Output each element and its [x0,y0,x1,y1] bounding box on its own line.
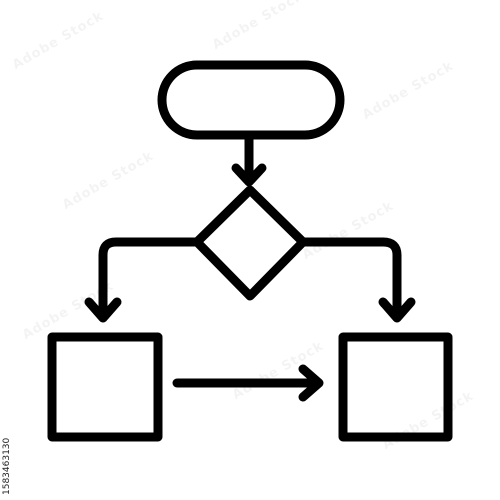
decision-to-left-connector [98,237,201,321]
decision-diamond-node [192,185,308,301]
stock-id-label: 1583463130 [2,395,16,495]
left-to-right-arrowhead [298,364,324,402]
decision-to-right-connector [299,237,402,321]
stock-id-text: 1583463130 [2,437,12,495]
decision-to-right-arrowhead [378,297,416,323]
decision-to-left-arrowhead [84,297,122,323]
start-terminator-node [157,60,345,140]
right-process-node [338,332,453,442]
left-process-node [47,332,163,442]
start-to-decision-arrowhead [231,163,267,187]
